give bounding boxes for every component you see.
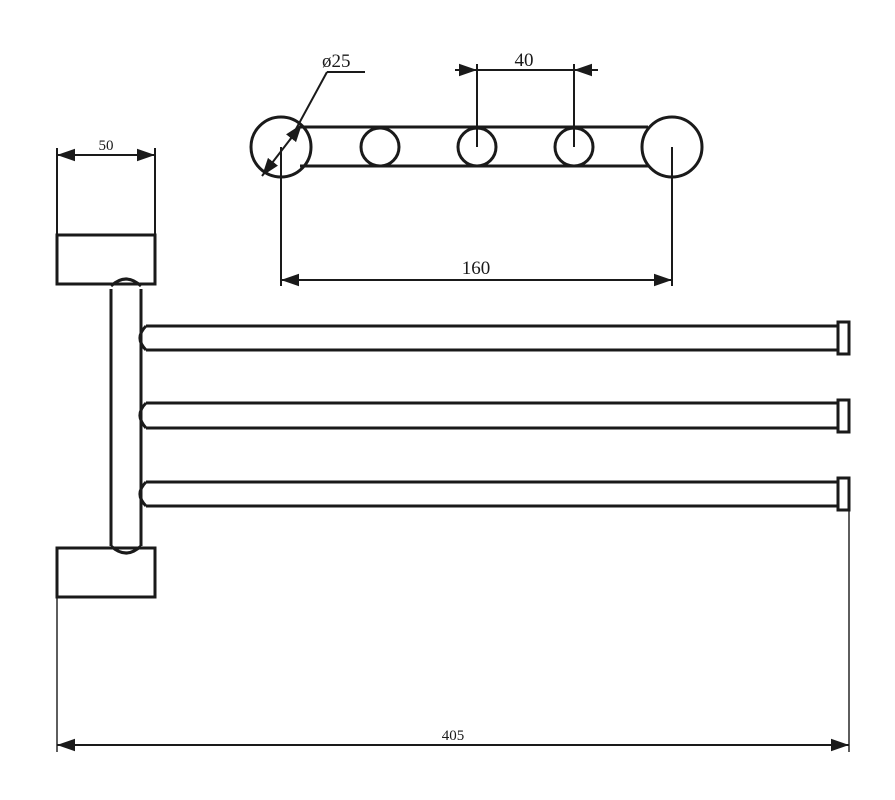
top-view-pivot-circle	[359, 126, 401, 168]
bracket-width-label: 50	[99, 138, 114, 154]
top-wall-bracket	[55, 233, 157, 286]
front-view: 50 405	[55, 138, 851, 752]
arm-end-cap	[836, 476, 851, 512]
diameter-leader-line	[289, 71, 328, 141]
diameter-label: ø25	[322, 51, 351, 72]
vertical-post	[109, 289, 143, 546]
swing-arm-3	[138, 476, 851, 512]
swing-arm-1	[138, 320, 851, 356]
arm-pivot-end	[138, 401, 148, 430]
arm-end-cap	[836, 398, 851, 434]
top-view: ø25 40 160	[249, 50, 704, 287]
center-distance-label: 160	[462, 258, 491, 279]
swing-arm-2	[138, 398, 851, 434]
arm-pivot-end	[138, 480, 148, 508]
bottom-wall-bracket	[55, 546, 157, 599]
top-bracket-joint	[109, 277, 143, 288]
total-length-label: 405	[442, 728, 465, 744]
arm-pivot-end	[138, 324, 148, 352]
bottom-bracket-joint	[109, 544, 143, 555]
spacing-label: 40	[515, 50, 534, 71]
arm-end-cap	[836, 320, 851, 356]
